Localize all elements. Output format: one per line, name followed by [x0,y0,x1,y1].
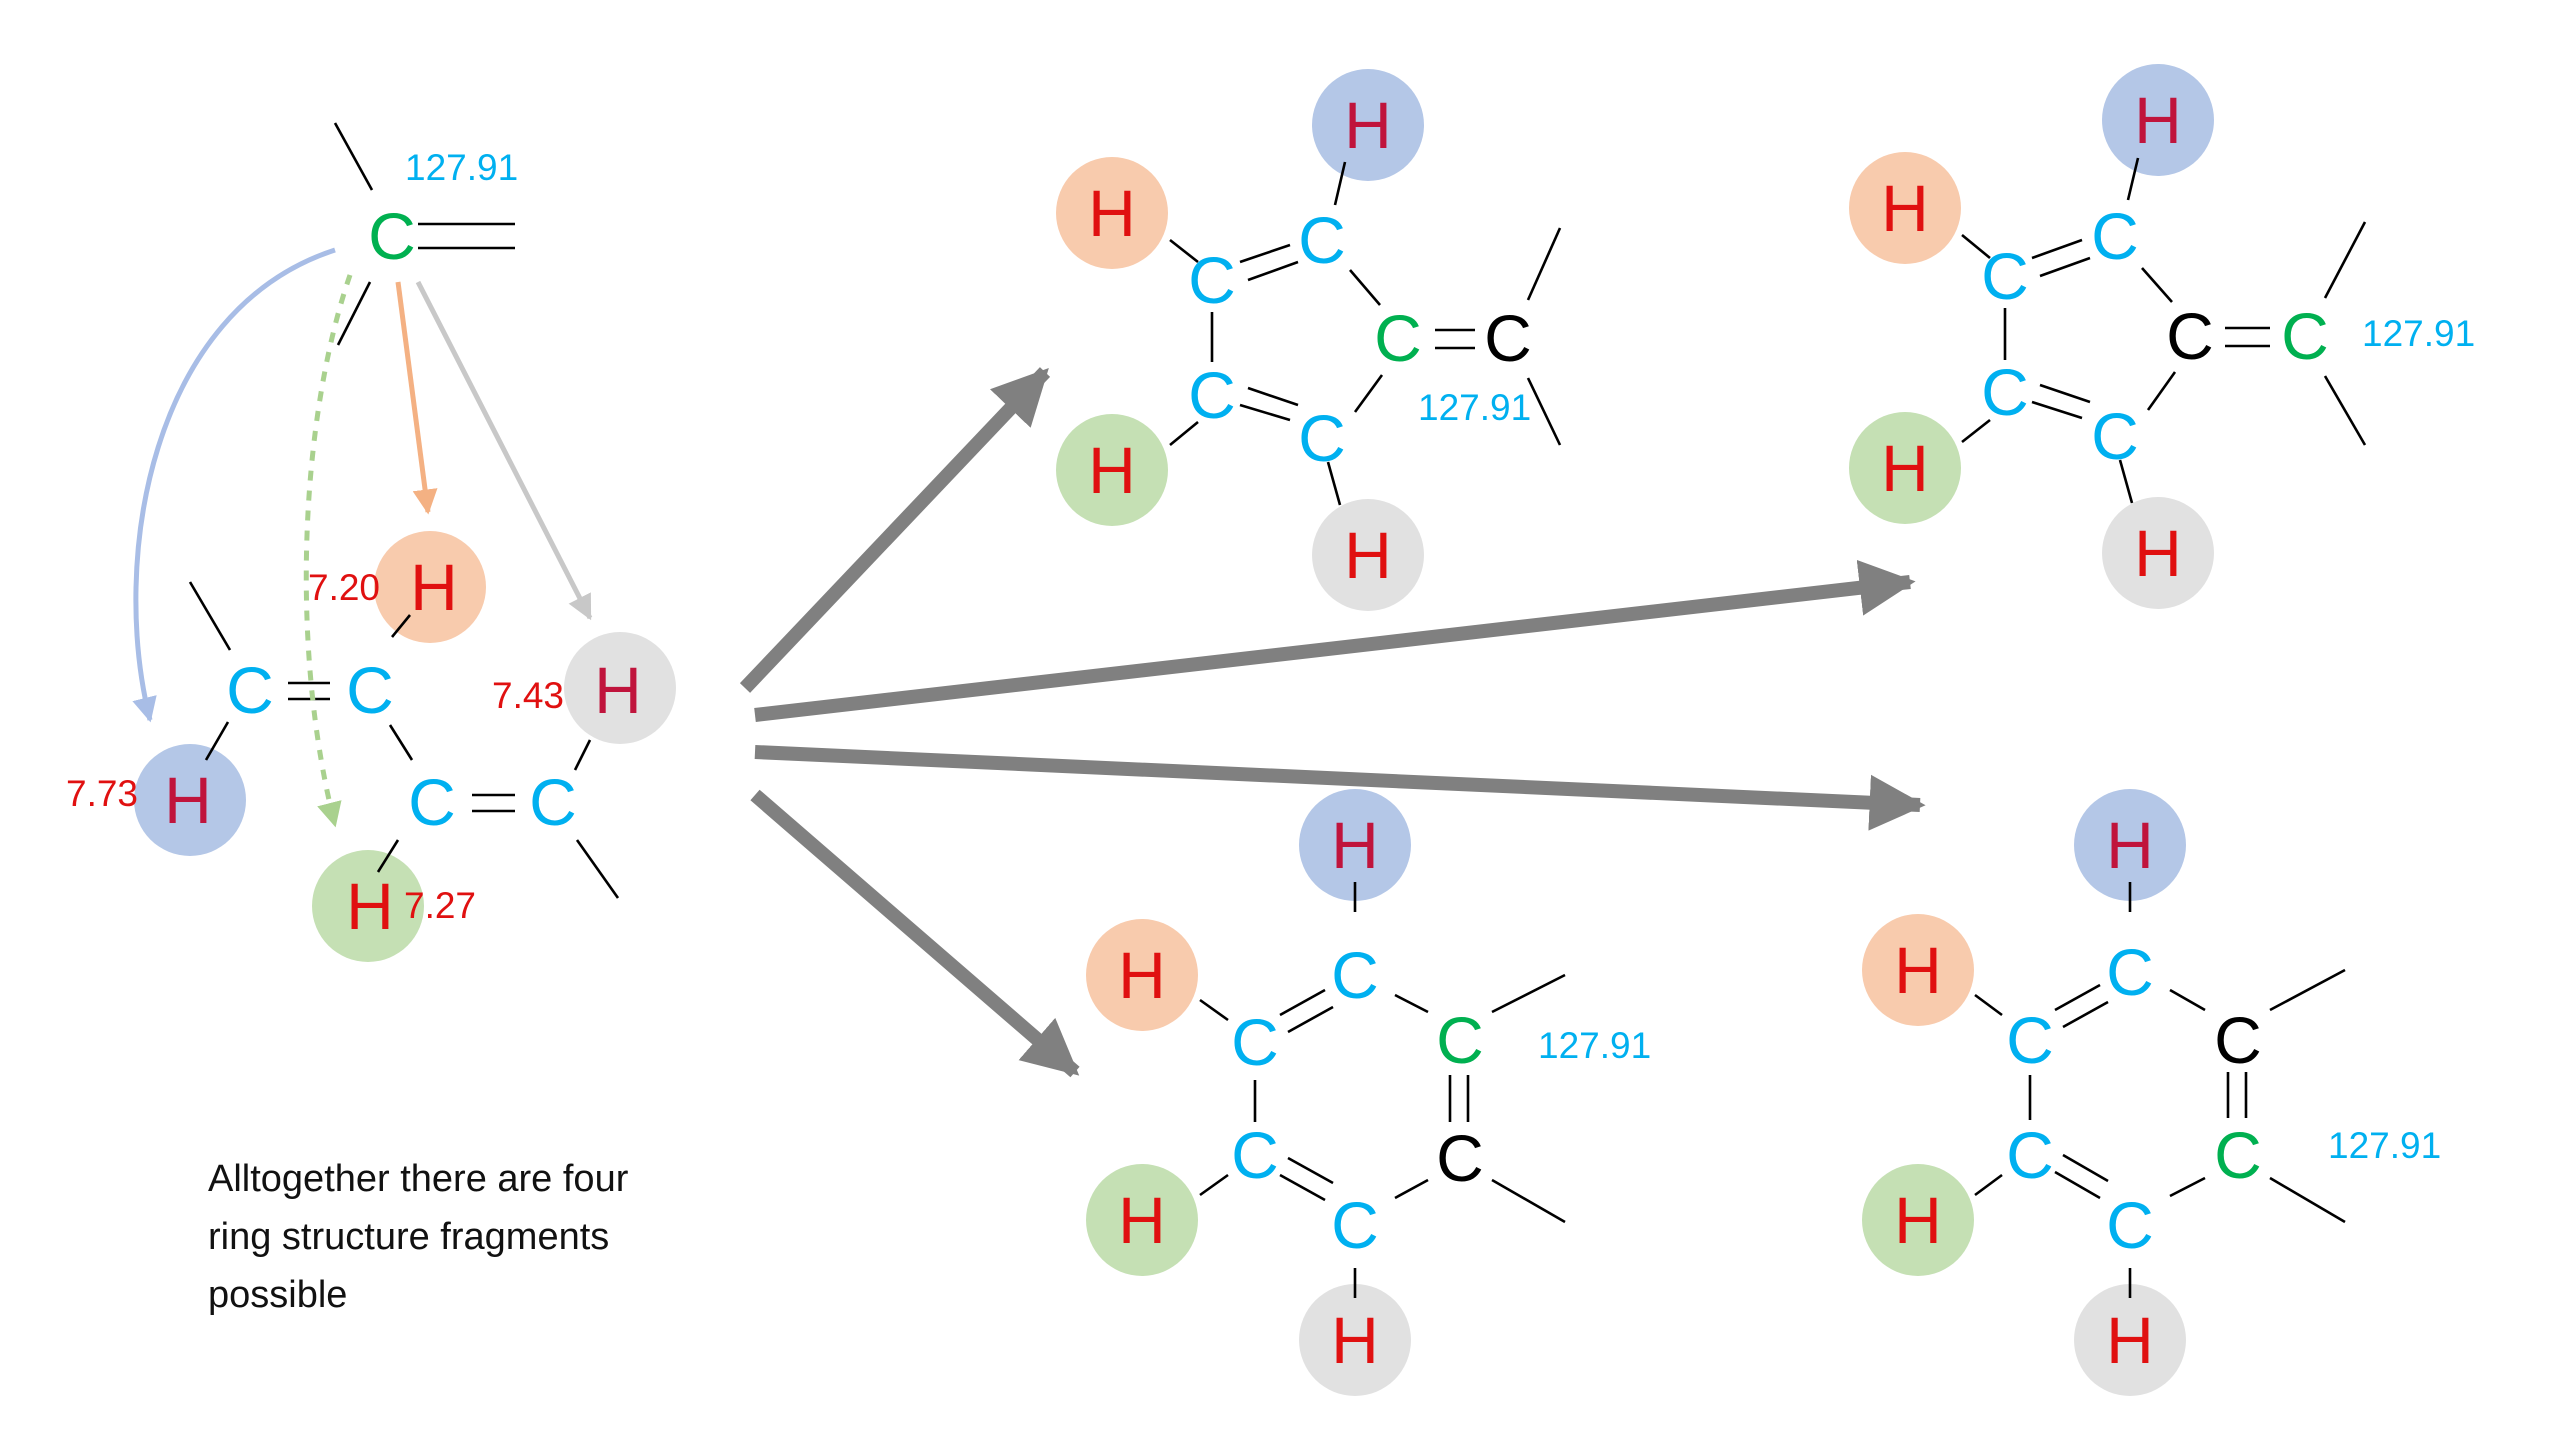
f4-carbon-lower-left: C [2006,1118,2054,1192]
f2-h-circle-orange [1849,152,1961,264]
note-line-3: possible [208,1274,348,1316]
f1-hydrogen-gray: H [1344,518,1392,592]
h-shift-green: 7.27 [404,885,476,926]
key-carbon: C [368,199,416,273]
arrow-to-fragment-1 [739,367,1051,693]
f2-hydrogen-blue: H [2134,83,2182,157]
chain-carbon-4: C [529,765,577,839]
f4-carbon-bottom: C [2106,1188,2154,1262]
f1-carbon-shift: 127.91 [1418,387,1531,428]
f2-ring-carbon: C [2166,299,2214,373]
f4-h-circle-blue [2074,789,2186,901]
f3-carbon-lower-left: C [1231,1118,1279,1192]
arrow-to-fragment-3 [750,789,1080,1078]
h-shift-gray: 7.43 [492,675,564,716]
f1-hydrogen-blue: H [1344,88,1392,162]
f1-h-circle-green [1056,414,1168,526]
f1-h-circle-gray [1312,499,1424,611]
hydrogen-gray: H [594,653,642,727]
fragment-1: C C C C C C H H H H 127.91 [1056,69,1562,611]
f3-hydrogen-green: H [1118,1183,1166,1257]
hydrogen-blue: H [164,763,212,837]
carbon-shift-label: 127.91 [405,147,518,188]
f1-carbon-upper-left: C [1188,243,1236,317]
f2-carbon-lower-left: C [1981,355,2029,429]
f4-key-carbon: C [2214,1118,2262,1192]
f1-h-circle-blue [1312,69,1424,181]
f4-carbon-top: C [2106,935,2154,1009]
f1-carbon-top: C [1298,203,1346,277]
f3-h-circle-gray [1299,1284,1411,1396]
f3-h-circle-blue [1299,789,1411,901]
f4-hydrogen-gray: H [2106,1303,2154,1377]
explanation-note: Alltogether there are four ring structur… [208,1150,768,1324]
correlation-arrow-orange [395,281,438,515]
f3-carbon-shift: 127.91 [1538,1025,1651,1066]
f2-carbon-upper-left: C [1981,239,2029,313]
f2-carbon-bottom: C [2091,399,2139,473]
f2-h-circle-gray [2102,497,2214,609]
hydrogen-green: H [346,869,394,943]
h-shift-orange: 7.20 [308,567,380,608]
arrow-to-fragment-4 [754,745,1926,831]
f3-carbon-bottom: C [1331,1188,1379,1262]
fragment-4: C C C C C C H H H H 127.91 [1862,789,2441,1396]
f3-key-carbon: C [1436,1003,1484,1077]
f2-hydrogen-gray: H [2134,516,2182,590]
h-circle-gray [564,632,676,744]
f4-carbon-shift: 127.91 [2328,1125,2441,1166]
source-fragment: C C C C C H H H H 127.91 7.20 7.43 7.73 … [66,122,676,962]
f3-ring-carbon: C [1436,1121,1484,1195]
h-circle-blue [134,744,246,856]
f1-exo-carbon: C [1484,301,1532,375]
f3-carbon-top: C [1331,938,1379,1012]
fragment-3: C C C C C C H H H H 127.91 [1086,789,1651,1396]
f4-hydrogen-green: H [1894,1183,1942,1257]
f2-carbon-top: C [2091,199,2139,273]
chain-carbon-2: C [346,653,394,727]
f3-hydrogen-orange: H [1118,938,1166,1012]
f3-carbon-upper-left: C [1231,1005,1279,1079]
fragment-2: C C C C C C H H H H 127.91 [1849,64,2475,609]
f1-carbon-bottom: C [1298,401,1346,475]
f3-h-circle-orange [1086,919,1198,1031]
f4-hydrogen-blue: H [2106,808,2154,882]
f3-h-circle-green [1086,1164,1198,1276]
chain-carbon-1: C [226,653,274,727]
f1-key-carbon: C [1374,301,1422,375]
f4-h-circle-gray [2074,1284,2186,1396]
h-circle-green [312,850,424,962]
note-line-2: ring structure fragments [208,1216,610,1258]
correlation-arrow-green-dashed [303,274,353,828]
f4-h-circle-orange [1862,914,1974,1026]
f1-carbon-lower-left: C [1188,358,1236,432]
fragment-arrows [739,367,1926,1078]
note-line-1: Alltogether there are four [208,1158,629,1200]
f2-carbon-shift: 127.91 [2362,313,2475,354]
f2-hydrogen-green: H [1881,431,1929,505]
correlation-arrow-blue [132,247,336,723]
f2-h-circle-green [1849,412,1961,524]
arrow-to-fragment-2 [754,559,1916,722]
f3-hydrogen-gray: H [1331,1303,1379,1377]
f4-ring-carbon: C [2214,1003,2262,1077]
f1-hydrogen-green: H [1088,433,1136,507]
h-shift-blue: 7.73 [66,773,138,814]
f4-carbon-upper-left: C [2006,1003,2054,1077]
f4-hydrogen-orange: H [1894,933,1942,1007]
f1-h-circle-orange [1056,157,1168,269]
chain-carbon-3: C [408,765,456,839]
f2-h-circle-blue [2102,64,2214,176]
f1-hydrogen-orange: H [1088,176,1136,250]
h-circle-orange [374,531,486,643]
f4-h-circle-green [1862,1164,1974,1276]
correlation-arrow-gray [415,280,593,621]
f2-key-carbon: C [2281,299,2329,373]
hydrogen-orange: H [410,550,458,624]
f3-hydrogen-blue: H [1331,808,1379,882]
f2-hydrogen-orange: H [1881,171,1929,245]
